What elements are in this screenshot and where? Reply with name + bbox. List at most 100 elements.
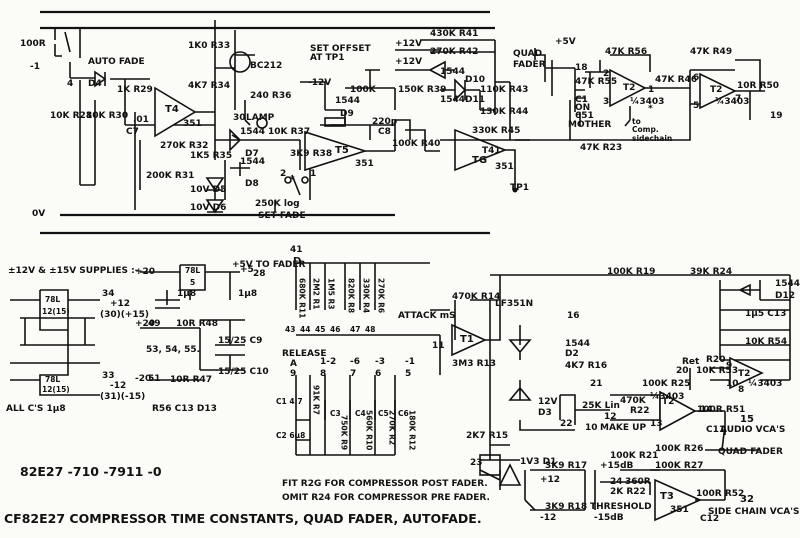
label-r1: 2M2 R1 bbox=[311, 278, 321, 310]
label-r42: 270K R42 bbox=[430, 47, 479, 57]
label-r4: 330K R4 bbox=[361, 278, 371, 314]
label-r7: 91K R7 bbox=[311, 385, 321, 415]
label-r9: 750K R9 bbox=[339, 415, 349, 451]
op-amp-t2c bbox=[659, 390, 697, 432]
label-a44: 44 bbox=[300, 325, 311, 334]
label-d12a: 1544 bbox=[775, 279, 800, 289]
label-quad-fader: QUAD FADER bbox=[718, 447, 783, 457]
label-r51: 100R R51 bbox=[697, 405, 746, 415]
label-n22: 22 bbox=[560, 419, 573, 429]
label-c5: C5 bbox=[378, 409, 389, 418]
label-n6a: 6 bbox=[693, 73, 700, 83]
label-c8: C8 bbox=[378, 127, 391, 137]
label-n5a: 5 bbox=[693, 101, 700, 111]
label-r48: 10R R48 bbox=[176, 319, 219, 329]
label-r8: 820K R8 bbox=[346, 278, 356, 314]
label-r21: 100K R21 bbox=[610, 451, 659, 461]
label-lampn: 30 bbox=[233, 113, 246, 123]
op-amp-t2d bbox=[729, 356, 764, 390]
label-set-offset: SET OFFSET AT TP1 bbox=[310, 44, 371, 63]
label-r6: 270K R6 bbox=[376, 278, 386, 314]
label-ic78bn: 12(15) bbox=[42, 385, 70, 394]
label-r30: 10K R30 bbox=[86, 111, 129, 121]
label-t2b: T2 bbox=[710, 85, 723, 95]
label-attack: ATTACK mS bbox=[398, 311, 456, 321]
label-c11: C11 bbox=[706, 425, 726, 435]
label-release: RELEASE bbox=[282, 349, 327, 359]
label-p12c: +12 bbox=[540, 475, 561, 485]
label-p12: +12 bbox=[110, 299, 131, 309]
label-n8b: 8 bbox=[738, 385, 745, 395]
op-amp-t2a bbox=[609, 68, 647, 108]
label-r46: 47K R46 bbox=[655, 75, 698, 85]
label-star1: * bbox=[290, 175, 295, 185]
label-n20: 20 bbox=[676, 366, 689, 376]
label-r19: 100K R19 bbox=[607, 267, 656, 277]
label-bc212: BC212 bbox=[250, 61, 283, 71]
label-c6: C6 bbox=[398, 409, 409, 418]
label-v12a: +12V bbox=[395, 39, 423, 49]
label-t5: T5 bbox=[335, 145, 349, 156]
label-n10b: 10 bbox=[726, 379, 739, 389]
label-a45: 45 bbox=[315, 325, 326, 334]
label-t2c: T2 bbox=[662, 397, 675, 407]
label-n53: 53, 54, 55. bbox=[146, 345, 201, 355]
label-n15: 15 bbox=[740, 414, 754, 425]
label-p20: +20 bbox=[135, 267, 156, 277]
label-n13: 13 bbox=[650, 419, 663, 429]
label-p5v: +5V bbox=[555, 37, 576, 47]
label-d6: 10V D6 bbox=[190, 203, 227, 213]
label-a46: 46 bbox=[330, 325, 341, 334]
label-ic78a: 78L bbox=[45, 295, 61, 304]
label-n1a: 1 bbox=[648, 85, 655, 95]
label-r50: 10R R50 bbox=[737, 81, 780, 91]
label-r29: 1K R29 bbox=[117, 85, 153, 95]
label-n9b: 9 bbox=[726, 361, 733, 371]
label-lamp: LAMP bbox=[246, 113, 275, 123]
op-amp-t1 bbox=[451, 323, 487, 357]
label-d10a: 1544 bbox=[440, 67, 466, 77]
label-n49: 49 bbox=[148, 319, 161, 329]
label-r26: 100K R26 bbox=[655, 444, 704, 454]
label-a43: 43 bbox=[285, 325, 296, 334]
label-c1d: MOTHER bbox=[568, 120, 612, 130]
label-c7: C7 bbox=[126, 127, 139, 137]
label-d1: 1V3 D1 bbox=[520, 457, 557, 467]
label-t2cn: ¼3403 bbox=[650, 392, 685, 402]
label-r33: 1K0 R33 bbox=[188, 41, 231, 51]
label-t6n: 351 bbox=[495, 162, 514, 172]
label-r52: 100R R52 bbox=[696, 489, 745, 499]
label-r31: 200K R31 bbox=[146, 171, 195, 181]
label-n11: 11 bbox=[432, 341, 445, 351]
label-m12: -12 bbox=[110, 381, 127, 391]
label-m12v: -12V bbox=[308, 78, 332, 88]
label-nd: D bbox=[293, 256, 302, 267]
label-d10: D10 bbox=[465, 75, 485, 85]
label-ic78b: 78L bbox=[45, 375, 61, 384]
drawing-number: 82E27 -710 -7911 -0 bbox=[20, 464, 162, 479]
label-t2an: ¼3403 bbox=[630, 97, 665, 107]
label-n7a: 7 bbox=[735, 94, 742, 104]
label-r15: 2K7 R15 bbox=[466, 431, 509, 441]
label-d11a: 1544 bbox=[440, 95, 466, 105]
label-t1n: LF351N bbox=[495, 299, 534, 309]
label-r54: 10K R54 bbox=[745, 337, 788, 347]
label-n28: 28 bbox=[253, 269, 266, 279]
label-n24: 24 bbox=[610, 477, 623, 487]
label-r23: 47K R23 bbox=[580, 143, 623, 153]
label-n5: 5 bbox=[405, 369, 412, 379]
label-p12b: (30)(+15) bbox=[100, 310, 150, 320]
label-n19: 19 bbox=[770, 111, 783, 121]
label-c1u8b: 1μ8 bbox=[238, 289, 258, 299]
label-r35: 1K5 R35 bbox=[190, 151, 233, 161]
label-d2: D2 bbox=[565, 349, 579, 359]
label-c1: C1 4.7 bbox=[276, 397, 303, 406]
label-r41: 430K R41 bbox=[430, 29, 479, 39]
label-n32: 32 bbox=[740, 494, 754, 505]
drawing-title: CF82E27 COMPRESSOR TIME CONSTANTS, QUAD … bbox=[4, 511, 482, 526]
label-n8: 8 bbox=[320, 369, 327, 379]
op-amp-t4 bbox=[154, 86, 197, 138]
label-d5: 10V D5 bbox=[190, 185, 227, 195]
label-set-fade: SET FADE bbox=[258, 211, 306, 221]
label-c4: C4 bbox=[355, 409, 366, 418]
